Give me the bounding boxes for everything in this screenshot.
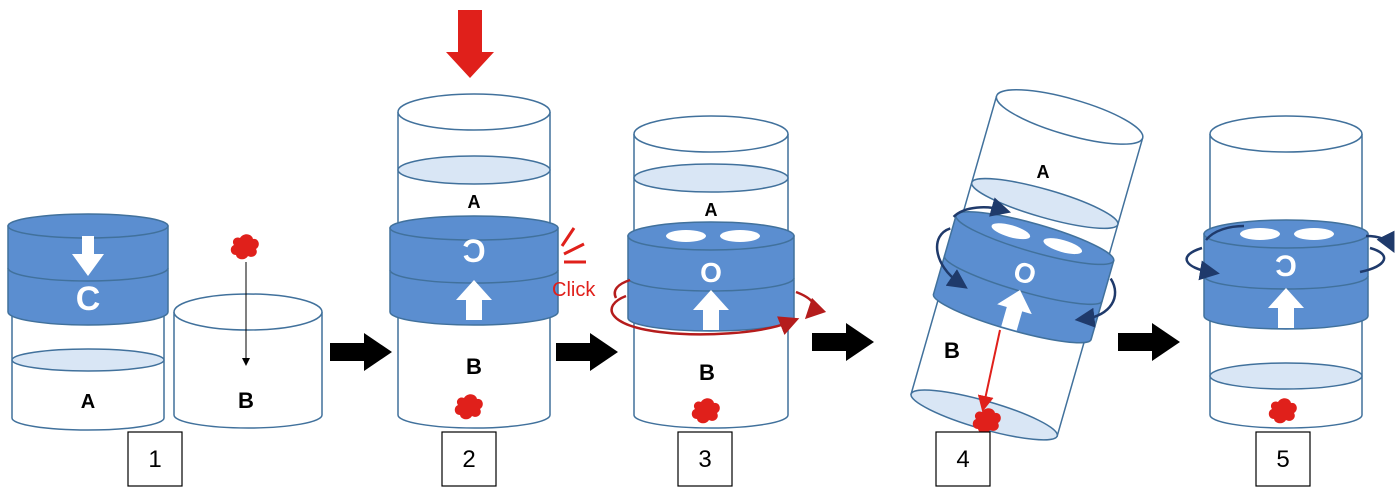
- step-5-number-box: [1255, 431, 1311, 487]
- step-3-tube-b: [633, 318, 789, 429]
- rotate-arrow-icon: [795, 290, 827, 320]
- step-2-number-box: [441, 431, 497, 487]
- step-3-sample-blob: [691, 398, 720, 424]
- flow-arrow-icon: [1118, 323, 1180, 361]
- step-2-tube-b-label: B: [466, 354, 482, 379]
- step-1-number-box: [127, 431, 183, 487]
- step-1-cap: C: [7, 213, 169, 326]
- down-arrow-icon: [72, 236, 104, 276]
- up-arrow-icon: [693, 290, 729, 330]
- step-2-cap: Ͻ: [389, 215, 559, 326]
- hole-icon: [720, 230, 760, 242]
- step-3-number-box: [677, 431, 733, 487]
- step-1-cap-symbol: C: [76, 280, 101, 318]
- rotate-arrow-icon: [1185, 246, 1220, 281]
- rotate-arrow-icon: [613, 278, 631, 299]
- step-1-tube-a-label: A: [81, 391, 95, 413]
- step-3-tube-b-label: B: [699, 360, 715, 385]
- click-label: Click: [552, 279, 596, 301]
- step-3-cap-symbol: O: [700, 257, 722, 288]
- hole-icon: [1294, 228, 1334, 240]
- rotate-arrow-icon: [1074, 277, 1117, 328]
- step-2-cap-symbol: Ͻ: [462, 233, 485, 269]
- step-4-tube-a-label: A: [1037, 162, 1050, 182]
- step-1-sample-blob: [230, 234, 259, 260]
- step-3-number: 3: [698, 446, 711, 473]
- step-5-sample-blob: [1268, 398, 1297, 424]
- click-burst-icon: [560, 227, 586, 264]
- up-arrow-icon: [997, 290, 1032, 331]
- up-arrow-icon: [1268, 288, 1304, 328]
- step-1-group: C A B 1: [7, 213, 323, 487]
- hole-icon: [666, 230, 706, 242]
- step-1-tube-b: [173, 293, 323, 429]
- flow-arrow-icon: [330, 333, 392, 371]
- flow-arrow-icon: [812, 323, 874, 361]
- rotate-arrow-icon: [1205, 224, 1245, 241]
- hole-icon: [1240, 228, 1280, 240]
- step-1-tube-a: [11, 300, 165, 431]
- rotate-arrow-icon: [952, 197, 1012, 218]
- step-2-number: 2: [462, 446, 475, 473]
- step-5-cap-symbol: Ͻ: [1275, 250, 1297, 283]
- hole-icon: [991, 223, 1031, 240]
- step-4-number-box: [935, 431, 991, 487]
- up-arrow-icon: [456, 280, 492, 320]
- rotate-arrow-icon: [610, 294, 800, 336]
- step-1-tube-b-label: B: [238, 388, 254, 413]
- step-1-liquid-surface: [11, 348, 165, 372]
- step-4-tube-b-label: B: [944, 338, 960, 363]
- step-3-tube-a: [633, 115, 789, 237]
- step-5-group: Ͻ 5: [1185, 115, 1395, 487]
- step-2-tube-b: [397, 310, 551, 429]
- step-5-cap: Ͻ: [1203, 219, 1369, 330]
- rotate-arrow-icon: [1359, 246, 1386, 274]
- hole-icon: [1043, 238, 1083, 255]
- step-4-group: O A B 4: [910, 89, 1144, 487]
- step-3-cap: O: [627, 221, 795, 332]
- step-4-sample-blob: [972, 408, 1001, 434]
- rotate-arrow-icon: [1365, 230, 1395, 253]
- step-4-cap: O: [932, 211, 1115, 344]
- flow-arrow-icon: [556, 333, 618, 371]
- step-3-tube-a-label: A: [705, 200, 718, 220]
- press-down-arrow-icon: [446, 10, 494, 78]
- rotate-arrow-icon: [935, 227, 968, 289]
- step-4-number: 4: [956, 446, 969, 473]
- step-4-sediment-arrow: [977, 329, 1001, 412]
- step-5-number: 5: [1276, 446, 1289, 473]
- step-2-tube-a: [397, 93, 551, 229]
- step-3-group: A O B 3: [610, 115, 827, 487]
- step-1-number: 1: [148, 446, 161, 473]
- step-2-sample-blob: [454, 394, 483, 420]
- step-2-group: A Ͻ B Click 2: [389, 10, 596, 487]
- step-2-tube-a-label: A: [468, 192, 481, 212]
